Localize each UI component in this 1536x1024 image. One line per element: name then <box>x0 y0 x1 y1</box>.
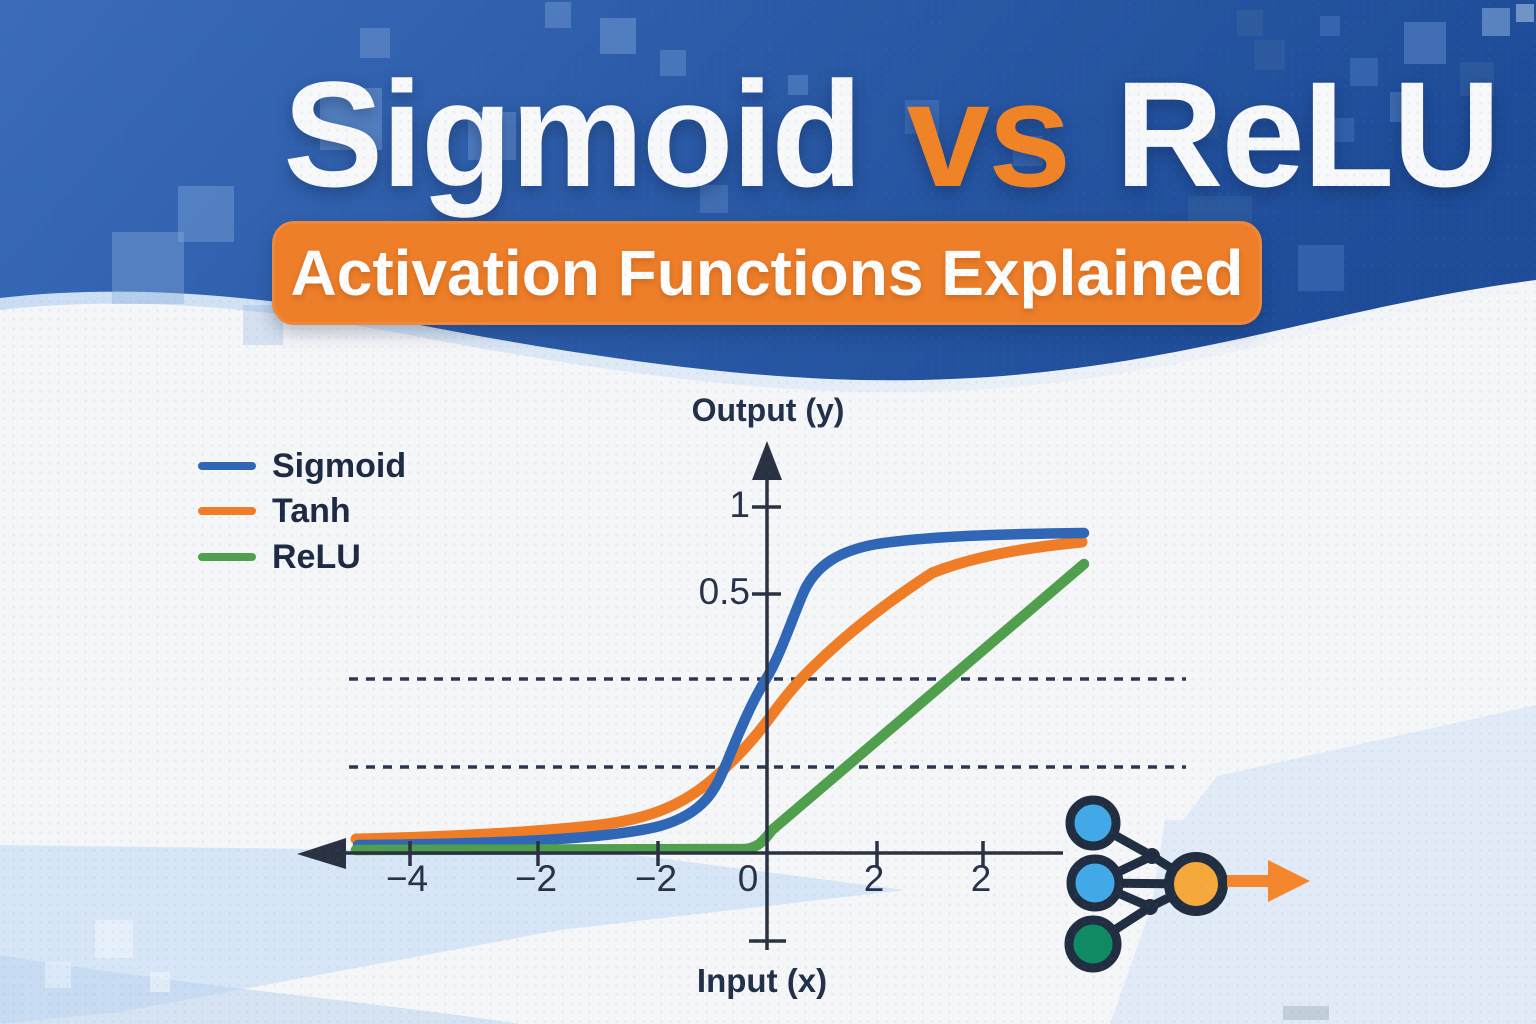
page-title: Sigmoid vs ReLU <box>283 48 1501 221</box>
nn-input-node-blue-2 <box>1066 854 1124 912</box>
y-axis-arrowhead <box>752 441 782 480</box>
legend-label-tanh: Tanh <box>272 491 351 530</box>
x-tick-label-3: 0 <box>737 858 759 899</box>
legend-label-sigmoid: Sigmoid <box>272 446 407 485</box>
bottom-left-wedge <box>0 845 905 1024</box>
x-axis-arrowhead <box>297 838 346 869</box>
y-tick-label-1: 1 <box>729 484 750 525</box>
x-axis-label: Input (x) <box>696 962 828 999</box>
bottom-left-band <box>0 955 520 1024</box>
title-relu: ReLU <box>1115 50 1501 218</box>
nn-junction-dot <box>1144 848 1160 864</box>
nn-input-node-green <box>1064 915 1122 973</box>
neural-network-icon <box>1064 795 1310 973</box>
relu-curve <box>350 558 1090 856</box>
y-tick-label-0-5: 0.5 <box>698 571 750 612</box>
header-pixel-squares <box>112 2 1534 345</box>
decor-square <box>95 920 133 958</box>
sigmoid-curve <box>352 527 1090 851</box>
title-vs: vs <box>906 50 1072 218</box>
x-axis <box>297 838 1063 869</box>
x-tick-label-0: −4 <box>385 858 429 899</box>
legend-label-relu: ReLU <box>272 537 361 576</box>
nn-input-node-blue-1 <box>1065 795 1121 851</box>
legend-swatch-sigmoid <box>198 462 256 470</box>
y-axis <box>749 441 786 950</box>
legend-swatch-tanh <box>198 507 256 515</box>
background-patches <box>0 705 1536 1024</box>
x-tick-label-1: −2 <box>514 858 558 899</box>
x-tick-label-5: 2 <box>970 858 992 899</box>
x-tick-label-2: −2 <box>634 858 678 899</box>
decor-glitch <box>1283 1006 1329 1020</box>
legend-item-sigmoid: Sigmoid <box>198 446 406 486</box>
nn-output-node <box>1164 852 1228 916</box>
legend-item-relu: ReLU <box>198 537 361 577</box>
bottom-right-wedge <box>1110 705 1536 1024</box>
activation-chart <box>297 441 1186 950</box>
nn-junction-dot <box>1142 899 1158 915</box>
legend-item-tanh: Tanh <box>198 491 351 531</box>
decor-square <box>150 972 170 992</box>
decor-square <box>45 962 71 988</box>
legend-swatch-relu <box>198 553 256 561</box>
x-tick-label-4: 2 <box>863 858 885 899</box>
subtitle-banner: Activation Functions Explained <box>272 221 1262 325</box>
title-sigmoid: Sigmoid <box>283 50 863 218</box>
subtitle-text: Activation Functions Explained <box>290 237 1244 309</box>
nn-output-arrow-head <box>1268 860 1310 902</box>
y-axis-label: Output (y) <box>691 392 845 428</box>
